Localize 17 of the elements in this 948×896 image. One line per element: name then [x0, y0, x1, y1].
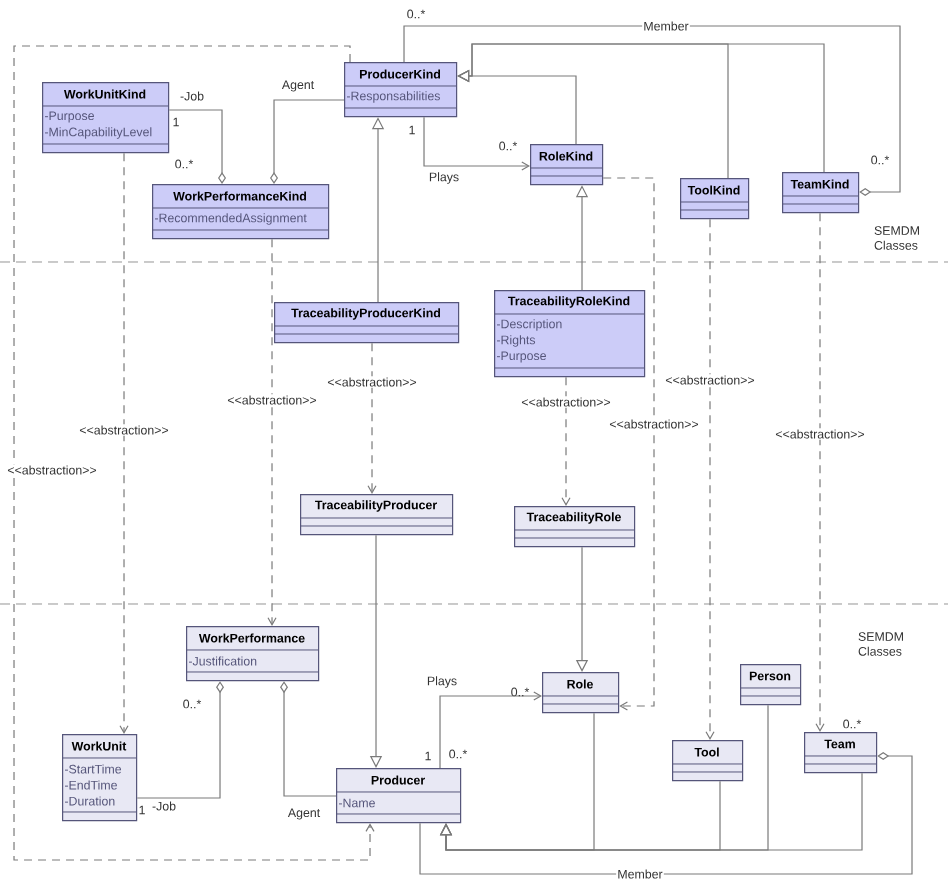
connector — [439, 772, 863, 851]
connector — [367, 342, 377, 494]
connector — [13, 45, 375, 861]
connector — [423, 116, 530, 171]
connector — [136, 681, 224, 799]
connector — [119, 152, 129, 734]
connector — [280, 681, 337, 797]
connector — [457, 43, 825, 173]
connector — [815, 212, 825, 732]
connector — [602, 177, 655, 711]
connector — [267, 238, 277, 626]
connector — [439, 691, 542, 769]
connector — [403, 25, 901, 196]
connector — [168, 109, 226, 184]
connector — [705, 218, 715, 740]
connector — [270, 99, 345, 184]
connector — [561, 376, 571, 506]
